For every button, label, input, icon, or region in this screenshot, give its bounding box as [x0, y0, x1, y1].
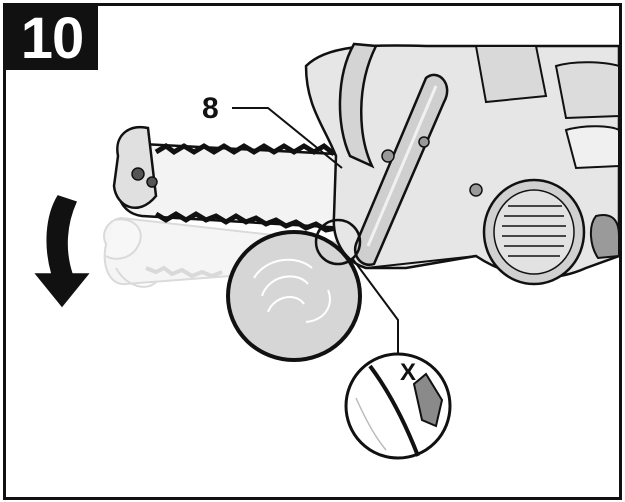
- detail-marker: [314, 218, 399, 366]
- magnifier-circle-icon: [344, 352, 452, 460]
- guide-bar: [112, 125, 350, 233]
- callout-part-label: 8: [202, 92, 219, 125]
- callout-8-leader: [232, 107, 343, 169]
- chainsaw-diagram: [34, 42, 619, 460]
- illustration-frame: 10 8 X: [3, 3, 622, 500]
- round-workpiece: [226, 230, 362, 362]
- curved-down-arrow-icon: [34, 195, 90, 308]
- chainsaw-body: [304, 42, 619, 286]
- callout-detail-label: X: [400, 359, 417, 386]
- step-number-badge: 10: [6, 6, 98, 71]
